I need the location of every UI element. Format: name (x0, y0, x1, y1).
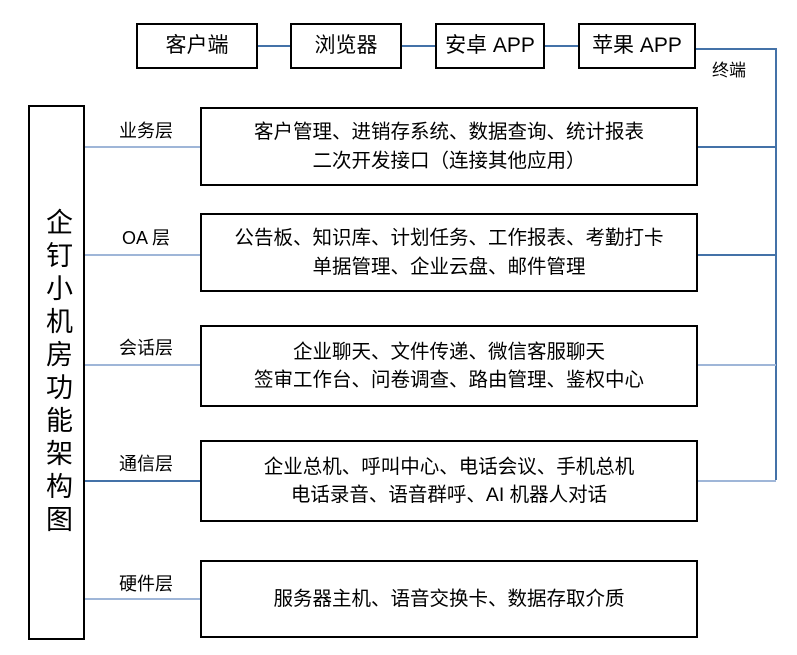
terminal-label: 安卓 APP (445, 33, 535, 57)
layer-box-communication: 企业总机、呼叫中心、电话会议、手机总机 电话录音、语音群呼、AI 机器人对话 (200, 440, 698, 522)
connector-browser-android (402, 45, 435, 47)
layer-line: 签审工作台、问卷调查、路由管理、鉴权中心 (253, 369, 644, 391)
connector-spine-hardware (85, 598, 200, 600)
terminal-label: 苹果 APP (592, 33, 682, 57)
connector-spine-oa (85, 254, 200, 256)
connector-spine-communication (85, 480, 200, 482)
connector-client-browser (258, 45, 290, 47)
connector-business-to-bus (698, 146, 776, 148)
layer-box-oa: 公告板、知识库、计划任务、工作报表、考勤打卡 单据管理、企业云盘、邮件管理 (200, 213, 698, 292)
layer-line: 企业总机、呼叫中心、电话会议、手机总机 (263, 455, 635, 478)
connector-oa-to-bus (698, 254, 776, 256)
layer-label-business: 业务层 (119, 121, 173, 141)
connector-terminal-bus-vertical (775, 48, 777, 480)
terminal-box-client: 客户端 (136, 23, 258, 69)
connector-android-ios (545, 45, 578, 47)
layer-line: 电话录音、语音群呼、AI 机器人对话 (290, 484, 608, 506)
layer-line: 企业聊天、文件传递、微信客服聊天 (292, 340, 605, 363)
terminal-label: 客户端 (165, 33, 229, 57)
terminal-label: 浏览器 (314, 33, 378, 57)
diagram-title-bar: 企钉小机房功能架构图 (28, 105, 85, 640)
layer-label-communication: 通信层 (119, 454, 173, 474)
layer-label-oa: OA 层 (121, 228, 170, 248)
connector-spine-business (85, 146, 200, 148)
layer-box-business: 客户管理、进销存系统、数据查询、统计报表 二次开发接口（连接其他应用） (200, 107, 698, 186)
connector-session-to-bus (698, 364, 776, 366)
connector-communication-to-bus (698, 480, 776, 482)
terminal-group-label: 终端 (712, 61, 746, 80)
layer-line: 单据管理、企业云盘、邮件管理 (312, 255, 586, 278)
layer-line: 服务器主机、语音交换卡、数据存取介质 (273, 587, 625, 610)
connector-spine-session (85, 364, 200, 366)
layer-line: 公告板、知识库、计划任务、工作报表、考勤打卡 (234, 227, 664, 250)
terminal-box-ios: 苹果 APP (578, 23, 696, 69)
layer-label-hardware: 硬件层 (119, 574, 173, 594)
terminal-box-android: 安卓 APP (435, 23, 545, 69)
page-title: 企钉小机房功能架构图 (42, 207, 72, 538)
terminal-box-browser: 浏览器 (290, 23, 402, 69)
layer-line: 客户管理、进销存系统、数据查询、统计报表 (253, 121, 644, 144)
connector-terminal-bus-top (696, 48, 777, 50)
layer-box-session: 企业聊天、文件传递、微信客服聊天 签审工作台、问卷调查、路由管理、鉴权中心 (200, 325, 698, 407)
layer-line: 二次开发接口（连接其他应用） (312, 149, 586, 172)
layer-box-hardware: 服务器主机、语音交换卡、数据存取介质 (200, 560, 698, 638)
layer-label-session: 会话层 (119, 338, 173, 358)
